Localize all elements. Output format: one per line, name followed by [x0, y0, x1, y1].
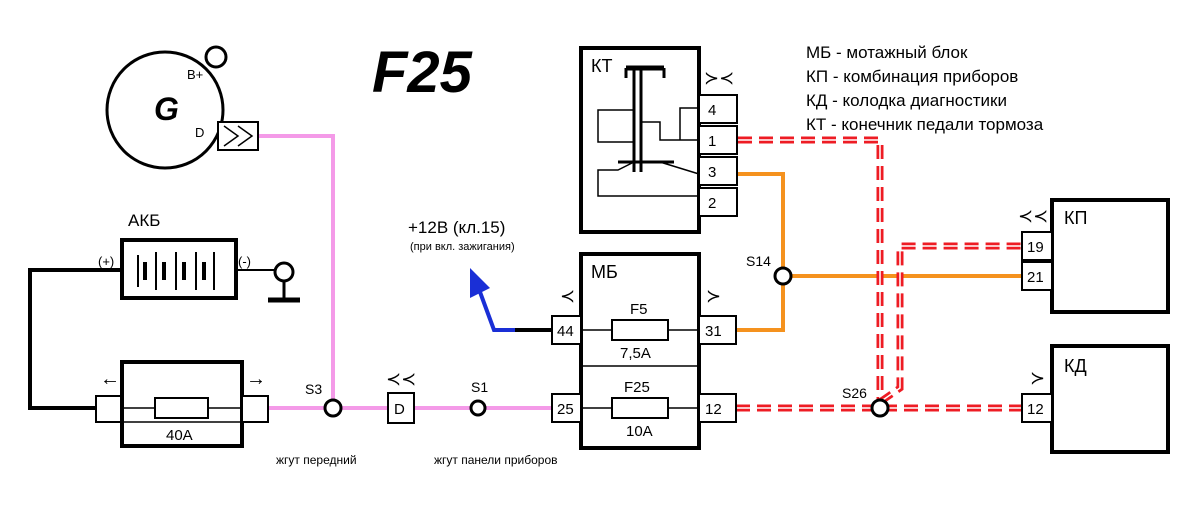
legend: МБ - мотажный блок КП - комбинация прибо…: [806, 43, 1044, 134]
brake-switch: КТ 4 1 3 2 ≻≺: [579, 46, 738, 234]
kp-connector-symbol: ≺≺: [1018, 206, 1048, 226]
connector-chevron-icon: [223, 125, 240, 147]
mb-pin-44: [551, 315, 582, 345]
arrow-left-icon: ←: [100, 368, 120, 390]
connector-chevron-icon: [237, 125, 254, 147]
mb-pin-31-label: 31: [705, 323, 722, 340]
splice-s1-label: S1: [471, 379, 488, 395]
generator: G B+ D: [105, 45, 259, 170]
splice-s26-label: S26: [842, 385, 867, 401]
generator-d-label: D: [195, 125, 204, 140]
harness-front-label: жгут передний: [276, 453, 357, 467]
fuse-f25-name: F25: [624, 379, 650, 396]
mb-pin-25-label: 25: [557, 401, 574, 418]
splice-s3-label: S3: [305, 381, 322, 397]
fuse-f25-icon: [611, 397, 669, 419]
kd-pin-12-label: 12: [1027, 401, 1044, 418]
generator-label: G: [154, 91, 179, 127]
diagnostic-connector: КД 12 ≻: [1021, 344, 1170, 454]
legend-line: КТ - конечник педали тормоза: [806, 115, 1044, 134]
kt-connector-symbol: ≻≺: [704, 68, 734, 88]
wire-pink-generator: [258, 134, 335, 408]
mb-pin-44-label: 44: [557, 323, 574, 340]
kt-pin-2-label: 2: [708, 195, 716, 212]
diagram-title: F25: [372, 40, 473, 105]
main-fuse-pin-left: [95, 395, 123, 423]
instrument-cluster-body: [1050, 198, 1170, 314]
kd-connector-symbol: ≻: [1030, 368, 1045, 388]
connector-symbol-icon: ≺: [560, 286, 575, 306]
kt-pin-4: [698, 94, 738, 124]
generator-body: [105, 50, 225, 170]
arrow-right-icon: →: [246, 368, 266, 390]
kd-pin-12: [1021, 393, 1053, 423]
mount-block-label: МБ: [591, 262, 618, 282]
kp-pin-21: [1021, 261, 1053, 291]
legend-line: МБ - мотажный блок: [806, 43, 968, 62]
mb-pin-12-label: 12: [705, 401, 722, 418]
connector-d-symbol: ≺≺: [386, 369, 416, 389]
fuse-f5-rating: 7,5А: [620, 345, 651, 362]
kp-pin-19-label: 19: [1027, 239, 1044, 256]
splice-s14: S14: [746, 253, 793, 286]
connector-d-label: D: [394, 401, 405, 418]
splice-s26: S26: [842, 385, 890, 418]
supply-label: +12В (кл.15): [408, 218, 505, 237]
kt-pin-3-label: 3: [708, 164, 716, 181]
brake-plunger-icon: [597, 65, 700, 197]
battery-plus-label: (+): [98, 254, 114, 269]
kt-pin-1: [698, 125, 738, 155]
kt-pin-4-label: 4: [708, 102, 716, 119]
wire-battery-plus: [28, 268, 122, 410]
fuse-f5-name: F5: [630, 301, 648, 318]
fuse-element-icon: [154, 397, 209, 419]
kp-pin-19: [1021, 231, 1053, 261]
splice-s1: S1: [469, 379, 488, 417]
legend-line: КП - комбинация приборов: [806, 67, 1018, 86]
main-fuse-rating: 40А: [166, 427, 193, 444]
main-fuse-block: 40А ← →: [95, 360, 269, 448]
kp-pin-21-label: 21: [1027, 269, 1044, 286]
battery: АКБ (+) (-): [98, 211, 295, 300]
instrument-cluster-label: КП: [1064, 208, 1087, 228]
main-fuse-pin-right: [241, 395, 269, 423]
legend-line: КД - колодка диагностики: [806, 91, 1007, 110]
instrument-cluster: КП 19 21 ≺≺: [1018, 198, 1170, 314]
mb-pin-31: [698, 315, 737, 345]
diagnostic-connector-label: КД: [1064, 356, 1087, 376]
fuse-f25-rating: 10А: [626, 423, 653, 440]
splice-s14-label: S14: [746, 253, 771, 269]
kt-pin-2: [698, 187, 738, 217]
mb-pin-12: [698, 393, 737, 423]
kt-pin-1-label: 1: [708, 133, 716, 150]
harness-panel-label: жгут панели приборов: [434, 453, 558, 467]
mount-block: МБ F5 7,5А F25 10А 44 31 25 12 ≺ ≻: [551, 252, 737, 450]
battery-minus-label: (-): [238, 254, 251, 269]
supply-note: (при вкл. зажигания): [410, 241, 515, 253]
wire-orange-kt3: [736, 172, 785, 332]
battery-body: [120, 238, 238, 300]
arrow-12v: [470, 268, 490, 298]
battery-label: АКБ: [128, 211, 160, 230]
battery-cells-icon: [137, 252, 215, 290]
brake-switch-label: КТ: [591, 56, 612, 76]
wire-blue-12v: [478, 291, 515, 332]
generator-bplus-label: B+: [187, 67, 203, 82]
fuse-f5-icon: [611, 319, 669, 341]
connector-symbol-icon: ≻: [706, 286, 721, 306]
connector-d: D ≺≺: [386, 369, 416, 424]
mb-pin-25: [551, 393, 582, 423]
generator-bplus-terminal: [204, 45, 228, 69]
ground-terminal: [273, 261, 295, 283]
kt-pin-3: [698, 156, 738, 186]
splice-s3: S3: [305, 381, 343, 418]
